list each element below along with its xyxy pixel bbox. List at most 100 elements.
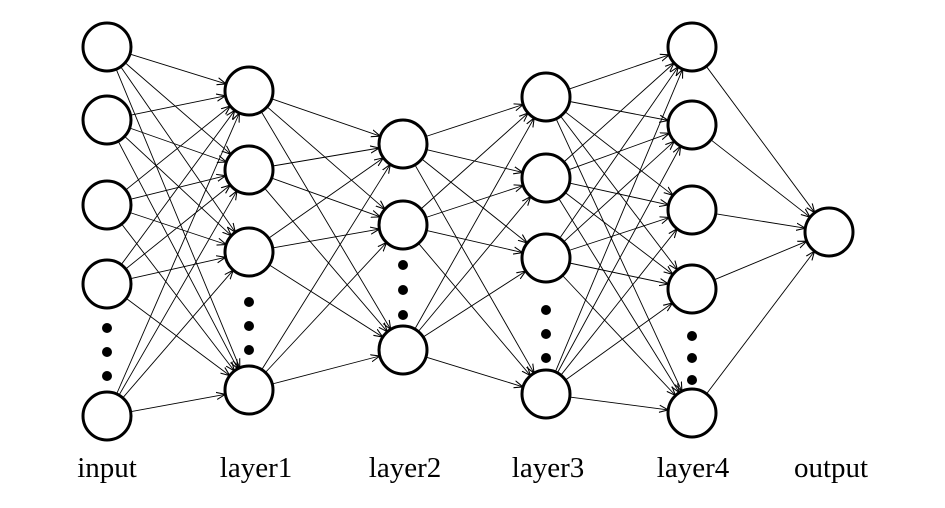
connection-edge (117, 140, 238, 369)
neuron-node (81, 258, 133, 310)
connection-edge (121, 223, 235, 371)
connection-edge (129, 212, 226, 245)
connection-edge (425, 186, 523, 218)
connection-edge (425, 105, 523, 137)
connection-edge (260, 111, 390, 330)
neuron-node (223, 226, 275, 278)
neuron-node (223, 144, 275, 196)
ellipsis-dot (398, 285, 408, 295)
ellipsis-dot (244, 297, 254, 307)
neuron-node (223, 364, 275, 416)
connection-edge (555, 118, 682, 391)
connection-edge (124, 135, 232, 235)
label-layer2: layer2 (368, 452, 442, 484)
connection-edge (261, 164, 391, 370)
ellipsis-dot (398, 310, 408, 320)
connection-edge (420, 113, 528, 210)
connection-edge (421, 158, 527, 243)
neuron-node (666, 21, 718, 73)
label-layer3: layer3 (511, 452, 585, 484)
connection-edge (560, 229, 677, 376)
neuron-node (223, 65, 275, 117)
connection-edge (116, 113, 240, 395)
connection-edge (565, 303, 673, 381)
neuron-node (520, 71, 572, 123)
neuron-node (520, 232, 572, 284)
connection-edge (569, 101, 669, 121)
neuron-node (520, 152, 572, 204)
connection-edge (426, 229, 522, 252)
connection-edge (568, 218, 669, 251)
connection-edge (554, 69, 682, 373)
connection-edge (710, 139, 810, 217)
connection-edge (272, 148, 380, 167)
neuron-node (377, 324, 429, 376)
neuron-node (666, 99, 718, 151)
connection-edge (414, 118, 534, 330)
connection-edge (268, 158, 384, 239)
connection-edge (120, 110, 235, 265)
connection-edge (414, 164, 534, 373)
connection-edge (715, 213, 806, 228)
connection-edge (115, 69, 240, 368)
connection-edge (563, 63, 674, 163)
connection-edge (560, 115, 678, 270)
neuron-node (666, 263, 718, 315)
neuron-node (377, 199, 429, 251)
connection-edge (558, 198, 680, 392)
ellipsis-dot (687, 353, 697, 363)
connection-edge (557, 146, 680, 374)
neuron-node (666, 387, 718, 439)
connection-edge (130, 96, 226, 116)
connection-edge (569, 396, 668, 410)
label-layer4: layer4 (656, 452, 730, 484)
connection-edge (265, 243, 386, 373)
connections (115, 53, 815, 413)
connection-edge (568, 55, 670, 90)
connection-edge (122, 270, 234, 399)
connection-edge (425, 356, 523, 387)
connection-edge (706, 251, 815, 395)
connection-edge (124, 62, 231, 155)
neurons (81, 21, 855, 442)
neuron-node (81, 94, 133, 146)
connection-edge (568, 133, 670, 171)
ellipsis-dot (687, 331, 697, 341)
ellipsis-dot (102, 323, 112, 333)
connection-edge (130, 257, 225, 280)
ellipsis-dot (244, 345, 254, 355)
connection-edge (562, 275, 676, 396)
connection-edge (563, 141, 675, 243)
connection-edge (564, 111, 673, 196)
connection-edge (418, 243, 531, 375)
neuron-node (520, 368, 572, 420)
connection-edge (264, 187, 388, 332)
neuron-node (81, 179, 133, 231)
ellipsis-dot (244, 321, 254, 331)
connection-edge (422, 271, 526, 338)
ellipsis-dot (687, 375, 697, 385)
connection-edge (130, 394, 226, 413)
label-layer1: layer1 (219, 452, 293, 484)
connection-edge (272, 229, 380, 249)
connection-edge (118, 191, 237, 396)
connection-edge (266, 106, 385, 209)
connection-edge (125, 106, 231, 191)
ellipsis-dot (541, 329, 551, 339)
connection-edge (129, 127, 227, 162)
connection-edge (714, 241, 807, 281)
connection-edge (125, 298, 230, 375)
ellipsis-dot (541, 305, 551, 315)
neuron-node (666, 184, 718, 236)
connection-edge (129, 53, 226, 84)
ellipsis-dot (541, 353, 551, 363)
connection-edge (705, 66, 814, 212)
neuron-node (377, 118, 429, 170)
connection-edge (559, 67, 679, 239)
connection-edge (417, 197, 530, 332)
connection-edge (569, 182, 668, 205)
connection-edge (120, 66, 236, 233)
label-input: input (77, 452, 137, 484)
